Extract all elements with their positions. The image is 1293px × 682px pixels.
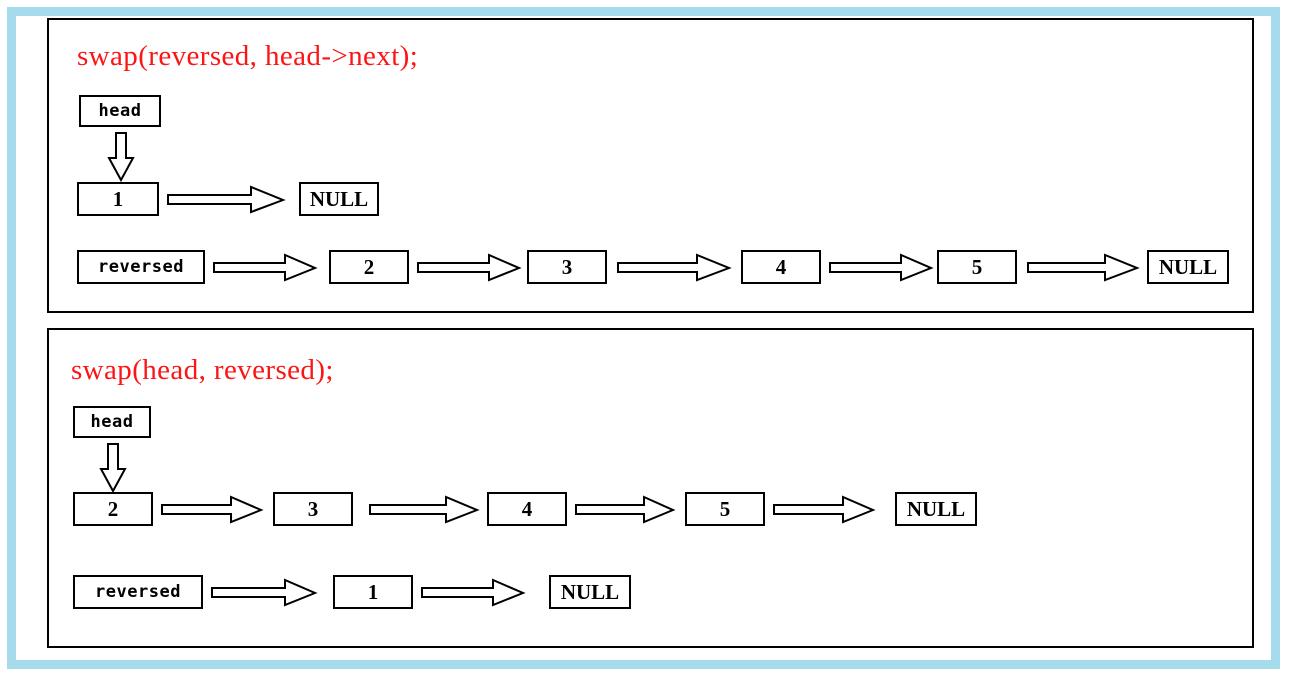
panel-2-caption: swap(head, reversed); [71, 354, 334, 386]
right-arrow-icon [575, 495, 676, 524]
right-arrow-icon [211, 578, 318, 607]
pointer-label-head: head [73, 406, 151, 438]
list-node-null: NULL [549, 575, 631, 609]
right-arrow-icon [773, 495, 876, 524]
pointer-label-head: head [79, 95, 161, 127]
down-arrow-icon [107, 132, 135, 183]
down-arrow-icon [99, 443, 127, 494]
list-node: 2 [73, 492, 153, 526]
panel-1-caption: swap(reversed, head->next); [77, 40, 419, 72]
list-node: 3 [273, 492, 353, 526]
pointer-label-reversed: reversed [77, 250, 205, 284]
list-node-null: NULL [1147, 250, 1229, 284]
step-panel-1: swap(reversed, head->next); head 1 NULL … [47, 18, 1254, 313]
right-arrow-icon [161, 495, 264, 524]
list-node-null: NULL [895, 492, 977, 526]
right-arrow-icon [167, 185, 286, 214]
list-node: 5 [937, 250, 1017, 284]
list-node: 3 [527, 250, 607, 284]
list-node: 1 [333, 575, 413, 609]
step-panel-2: swap(head, reversed); head 2 3 4 [47, 328, 1254, 648]
right-arrow-icon [369, 495, 480, 524]
right-arrow-icon [829, 253, 934, 282]
pointer-label-reversed: reversed [73, 575, 203, 609]
right-arrow-icon [1027, 253, 1140, 282]
right-arrow-icon [213, 253, 318, 282]
list-node: 1 [77, 182, 159, 216]
right-arrow-icon [421, 578, 526, 607]
list-node: 4 [741, 250, 821, 284]
outer-blue-frame [7, 7, 1280, 669]
right-arrow-icon [417, 253, 522, 282]
list-node: 2 [329, 250, 409, 284]
list-node: 4 [487, 492, 567, 526]
right-arrow-icon [617, 253, 732, 282]
list-node-null: NULL [299, 182, 379, 216]
list-node: 5 [685, 492, 765, 526]
